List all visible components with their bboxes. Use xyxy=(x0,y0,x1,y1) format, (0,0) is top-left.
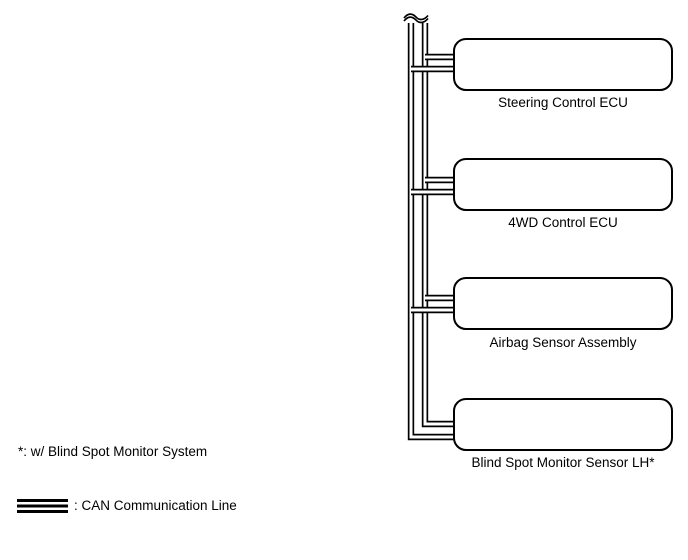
node-box-4wd-control-ecu xyxy=(453,158,673,211)
node-label-steering-control-ecu: Steering Control ECU xyxy=(498,95,628,110)
node-label-blind-spot-monitor-sensor-lh: Blind Spot Monitor Sensor LH* xyxy=(471,455,655,470)
node-box-steering-control-ecu xyxy=(453,38,673,91)
can-line-icon xyxy=(17,498,68,513)
node-label-airbag-sensor-assembly: Airbag Sensor Assembly xyxy=(489,335,637,350)
bus-wire-right xyxy=(421,23,458,428)
footnote: *: w/ Blind Spot Monitor System xyxy=(18,444,208,459)
legend-label: : CAN Communication Line xyxy=(74,498,237,513)
node-label-4wd-control-ecu: 4WD Control ECU xyxy=(508,215,618,230)
bus-wire-left xyxy=(407,23,458,441)
node-box-airbag-sensor-assembly xyxy=(453,277,673,330)
bus-break-squiggle-icon xyxy=(403,13,429,24)
node-box-blind-spot-monitor-sensor-lh xyxy=(453,398,673,451)
legend: : CAN Communication Line xyxy=(17,498,237,513)
